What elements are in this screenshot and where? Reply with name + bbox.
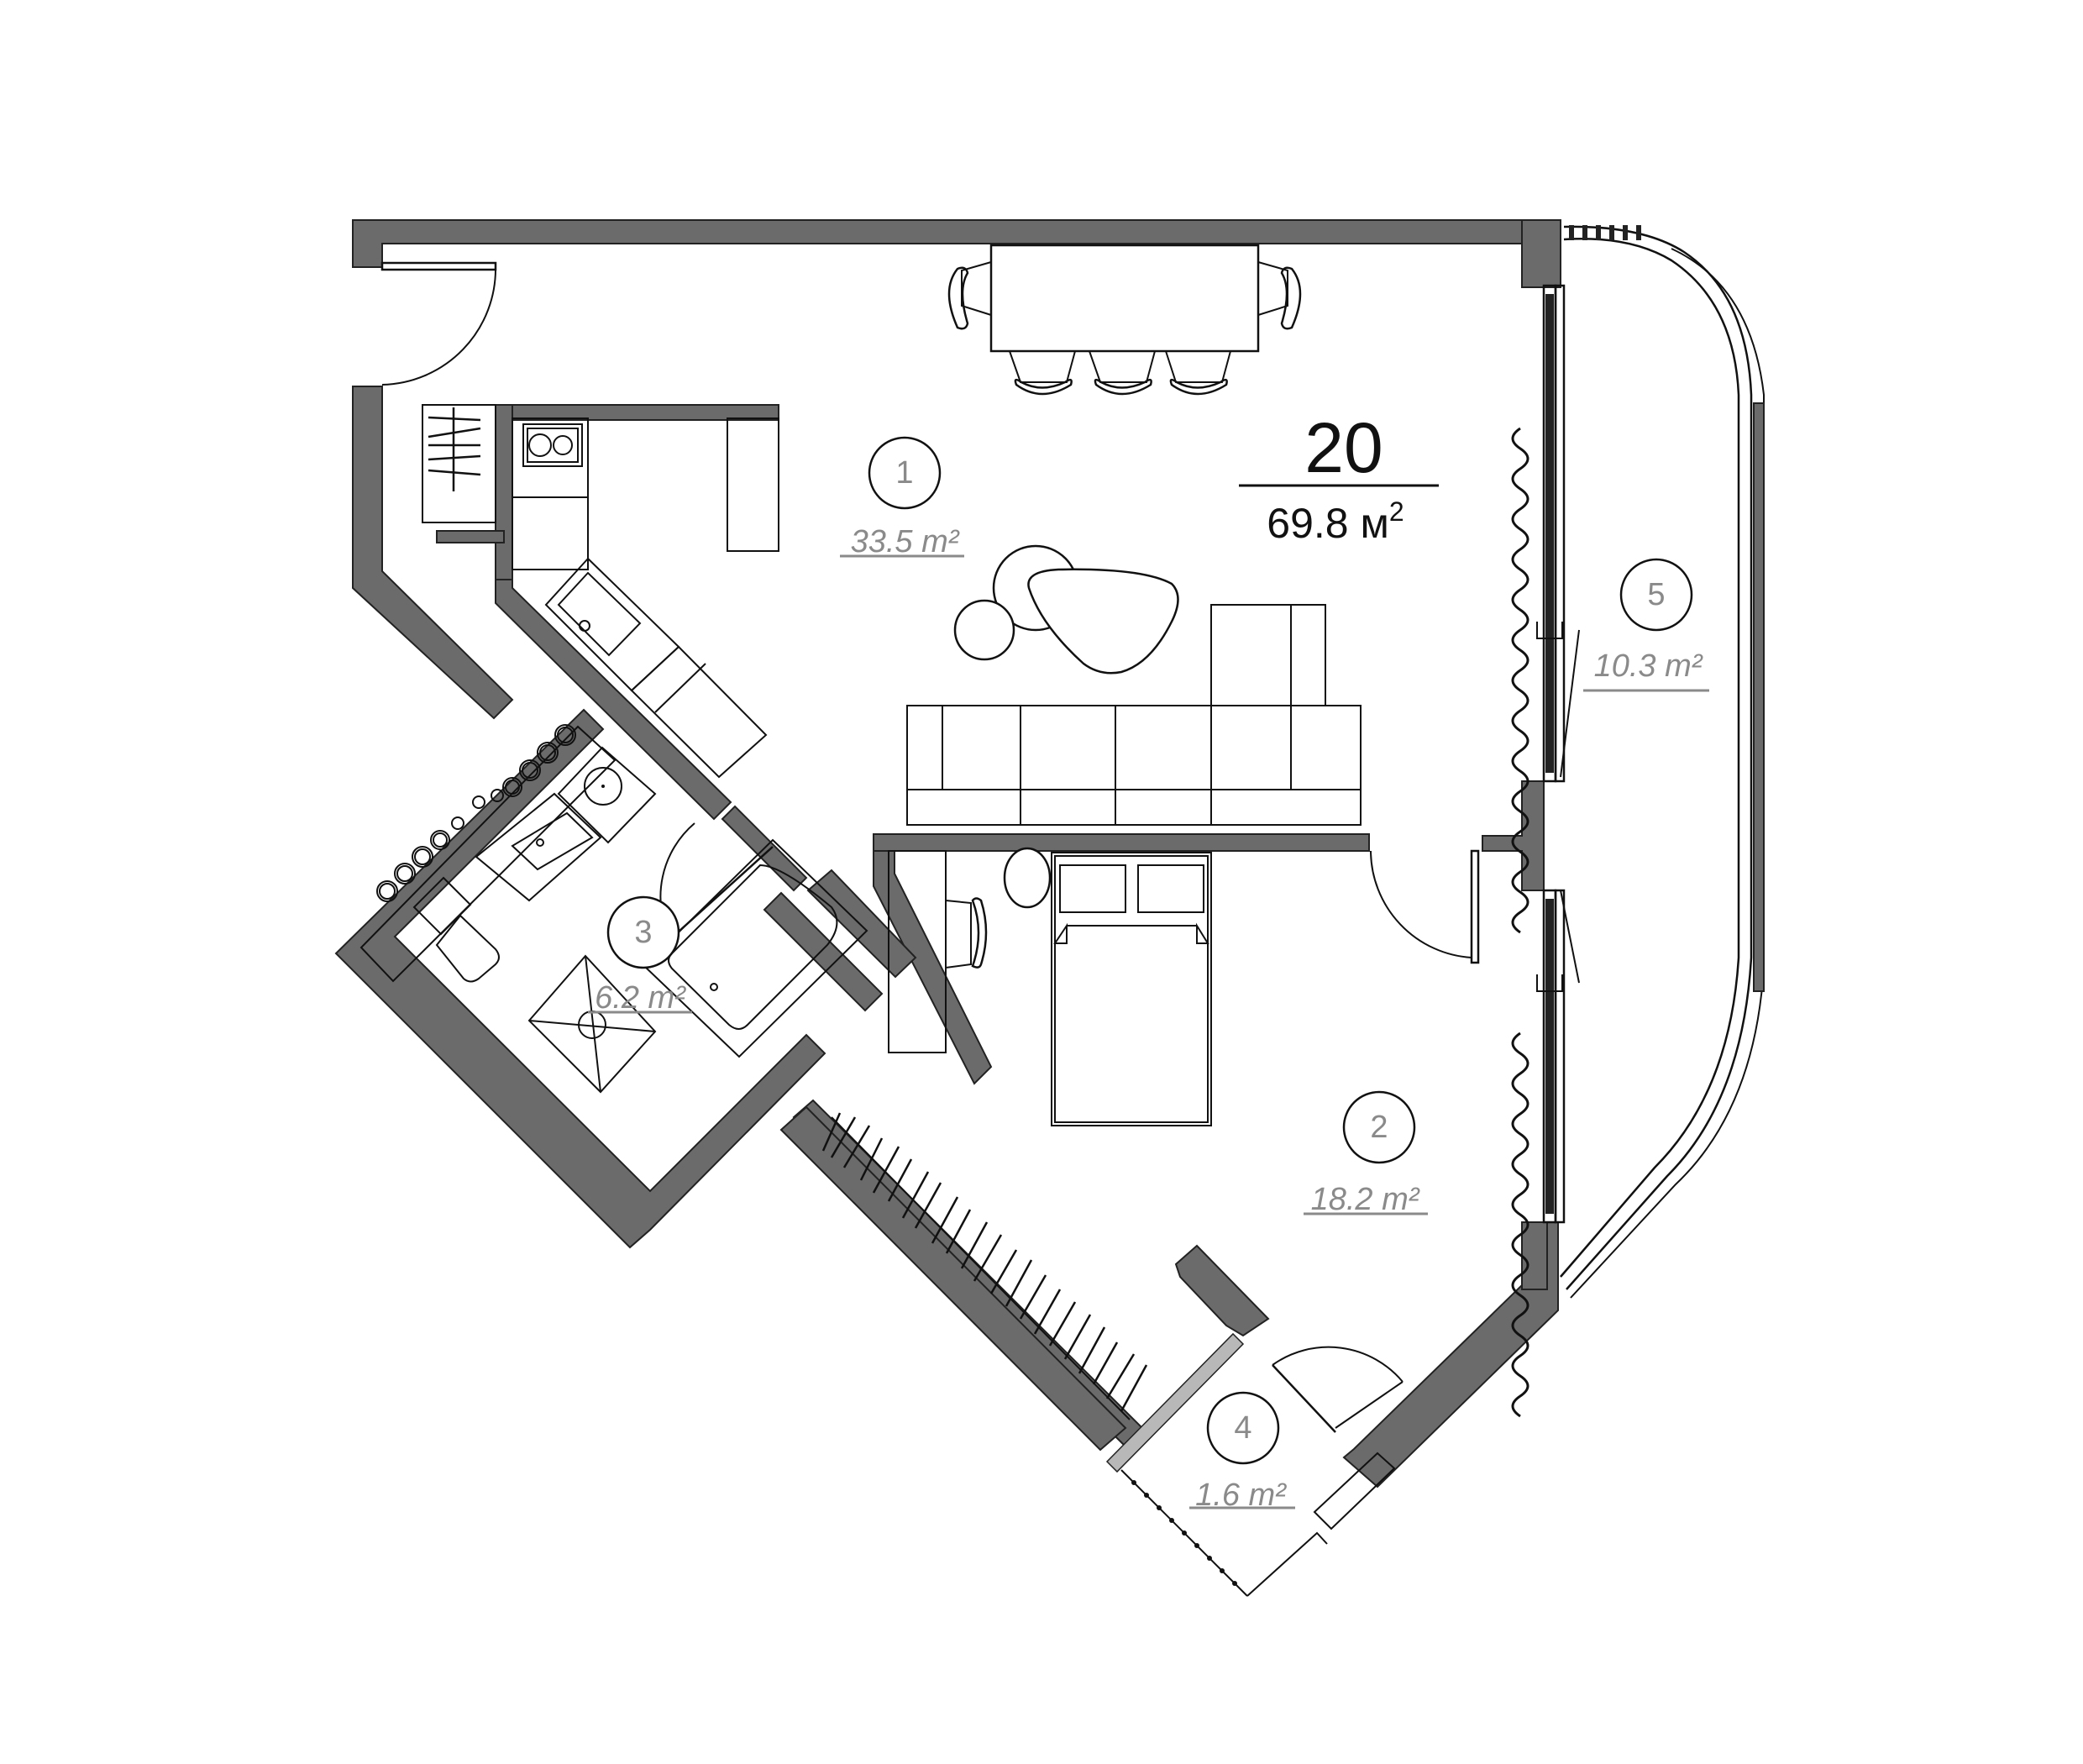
- apartment-number: 20: [1304, 408, 1383, 487]
- bedroom-door[interactable]: [1370, 849, 1480, 964]
- bedroom-furniture: [888, 847, 1212, 1126]
- bathroom-fixtures: [359, 724, 868, 1094]
- chair-icon: [1257, 261, 1302, 330]
- bathroom-sink-icon: [475, 792, 602, 902]
- svg-text:4: 4: [1234, 1410, 1251, 1446]
- svg-text:18.2 m²: 18.2 m²: [1311, 1182, 1420, 1217]
- curtain-lower: [1511, 1032, 1529, 1418]
- dining-set: [947, 244, 1302, 396]
- room-label-4: 4 1.6 m²: [1189, 1391, 1295, 1513]
- room-label-5: 5 10.3 m²: [1583, 558, 1709, 692]
- room-label-1: 1 33.5 m²: [840, 436, 964, 559]
- svg-text:1: 1: [895, 455, 913, 491]
- nightstand: [1003, 847, 1052, 909]
- side-table: [953, 599, 1015, 661]
- desk: [888, 850, 947, 1053]
- wardrobe-hangers: [821, 1112, 1148, 1420]
- chair-icon: [1009, 350, 1076, 396]
- washing-machine-icon: [557, 746, 657, 844]
- room-label-2: 2 18.2 m²: [1304, 1090, 1428, 1217]
- svg-text:5: 5: [1647, 577, 1665, 612]
- kitchen-sink-icon: [557, 571, 642, 657]
- svg-text:3: 3: [634, 915, 652, 950]
- apartment-total-area: 69.8 м2: [1267, 496, 1404, 547]
- shower-icon: [527, 954, 657, 1094]
- living-furniture: [906, 544, 1362, 826]
- sofa: [906, 604, 1362, 826]
- svg-text:33.5 m²: 33.5 m²: [851, 524, 960, 559]
- balcony-loggia-outline: [1560, 225, 1765, 1299]
- dining-table: [989, 244, 1260, 353]
- walls: [334, 219, 1561, 1488]
- curtains: [1511, 427, 1529, 1418]
- chair-icon: [1089, 350, 1156, 396]
- coffee-table: [1027, 568, 1179, 675]
- chair-icon: [1165, 350, 1231, 396]
- toiletries-circles: [376, 724, 576, 902]
- svg-text:2: 2: [1370, 1110, 1388, 1145]
- room-label-3: 3 6.2 m²: [588, 895, 692, 1016]
- apartment-label: 20 69.8 м2: [1239, 408, 1439, 547]
- chair-icon: [947, 261, 992, 330]
- bed-icon: [1051, 852, 1212, 1126]
- svg-text:6.2 m²: 6.2 m²: [595, 980, 686, 1016]
- toilet-icon: [412, 876, 500, 983]
- stove-icon: [522, 423, 583, 467]
- curtain-upper: [1511, 427, 1529, 934]
- svg-text:10.3 m²: 10.3 m²: [1594, 648, 1703, 684]
- balcony-railing-ticks: [1569, 225, 1641, 240]
- balcony-door[interactable]: [1272, 1346, 1404, 1433]
- chair-icon: [945, 897, 988, 969]
- entry-door[interactable]: [380, 261, 497, 386]
- windows-right: [1536, 284, 1580, 1224]
- balcony-small: [1105, 1332, 1404, 1597]
- kitchen: [422, 404, 779, 779]
